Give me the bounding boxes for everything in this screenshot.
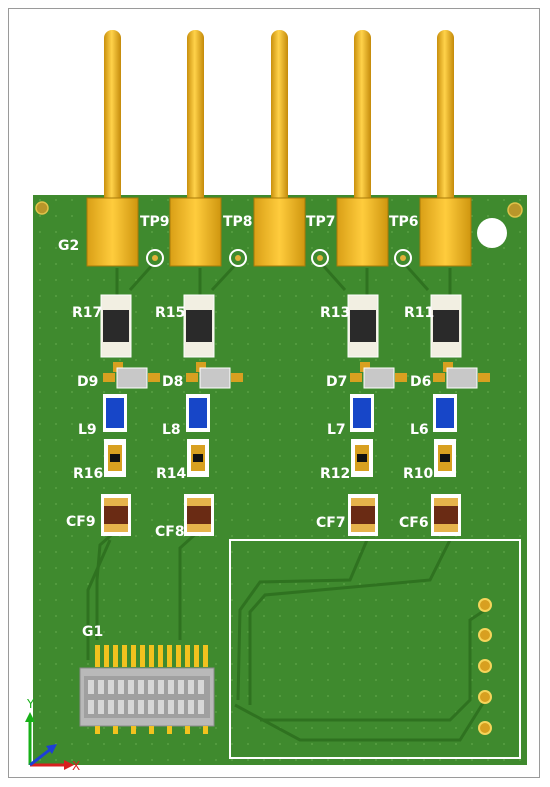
label-resistor-small: R14 [156,466,187,482]
label-filter: CF9 [66,514,96,530]
edge-pads [478,598,492,735]
label-diode: D6 [410,374,431,390]
test-points [146,249,412,267]
label-resistor-small: R12 [320,466,350,482]
label-resistor-small: R10 [403,466,434,482]
label-tp: TP9 [140,214,170,230]
label-tp: TP7 [306,214,336,230]
mounting-hole [35,201,49,215]
channel-components [100,294,490,536]
label-resistor: R13 [320,305,350,321]
label-diode: D9 [77,374,98,390]
axis-triad: Y X [25,697,80,773]
label-filter: CF6 [399,515,429,531]
label-resistor: R15 [155,305,185,321]
label-diode: D7 [326,374,347,390]
silkscreen-labels: G2 G1 TP9 TP8 TP7 TP6 R17 R15 R13 R11 D9… [58,214,434,640]
mounting-hole [477,218,507,248]
mounting-hole [507,202,523,218]
label-filter: CF7 [316,515,346,531]
silkscreen-outline [229,539,521,759]
label-resistor-small: R16 [73,466,103,482]
connector-g1 [79,640,215,734]
label-inductor: L6 [410,422,429,438]
axis-x-label: X [72,759,80,773]
label-diode: D8 [162,374,183,390]
label-tp: TP6 [389,214,419,230]
label-resistor: R11 [404,305,434,321]
label-inductor: L8 [162,422,181,438]
label-g1: G1 [82,624,103,640]
label-filter: CF8 [155,524,185,540]
axis-y-label: Y [26,697,35,711]
pin-header-g2 [86,30,472,267]
label-inductor: L9 [78,422,97,438]
label-resistor: R17 [72,305,102,321]
label-inductor: L7 [327,422,346,438]
label-tp: TP8 [223,214,253,230]
label-g2: G2 [58,238,79,254]
